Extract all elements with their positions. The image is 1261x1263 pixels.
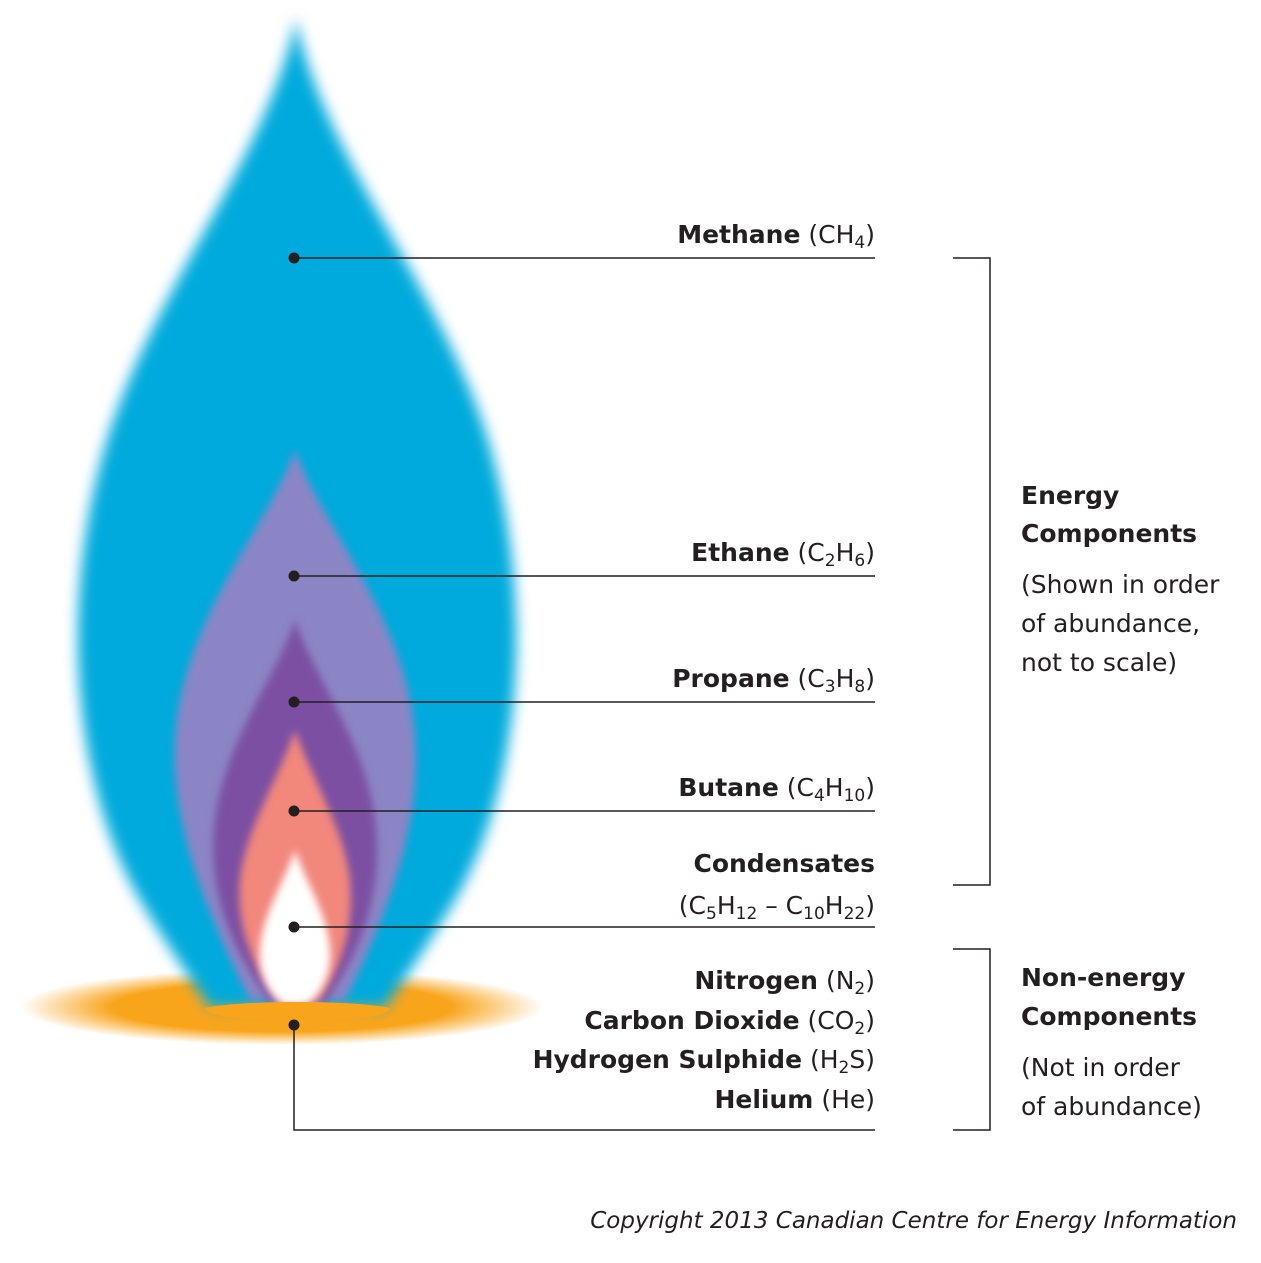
energy-group-label: Energy Components (Shown in order of abu…	[1021, 476, 1219, 682]
condensates-formula-b: H	[716, 891, 736, 920]
energy-group-note-1: (Shown in order	[1021, 570, 1220, 599]
leader-dot-condensates	[288, 921, 300, 933]
propane-formula-b: H	[835, 664, 855, 693]
label-non-energy-list: Nitrogen (N2) Carbon Dioxide (CO2) Hydro…	[533, 961, 875, 1119]
condensates-formula-a: (C	[678, 891, 706, 920]
helium-name: Helium	[714, 1084, 814, 1114]
ethane-formula-c: )	[865, 538, 875, 567]
label-helium: Helium (He)	[533, 1080, 875, 1120]
leader-dot-butane	[288, 805, 300, 817]
non-energy-group-title-2: Components	[1021, 1002, 1198, 1031]
leader-dots	[288, 252, 300, 1031]
nitrogen-formula-sub: 2	[854, 979, 866, 999]
nitrogen-formula-b: )	[865, 966, 875, 995]
label-methane: Methane (CH4)	[677, 220, 875, 253]
non-energy-group-note-1: (Not in order	[1021, 1053, 1180, 1082]
copyright-text: Copyright 2013 Canadian Centre for Energ…	[590, 1208, 1237, 1234]
methane-formula-sub: 4	[854, 233, 866, 253]
methane-formula-a: (CH	[808, 220, 855, 249]
non-energy-group-label: Non-energy Components (Not in order of a…	[1021, 958, 1202, 1126]
ethane-formula-a: (C	[797, 538, 825, 567]
condensates-formula-sub1: 5	[706, 904, 717, 924]
hydrogen-sulphide-formula-b: S)	[849, 1045, 875, 1074]
non-energy-group-note-2: of abundance)	[1021, 1092, 1202, 1121]
energy-group-note-3: not to scale)	[1021, 648, 1178, 677]
leader-line-non-energy	[293, 1025, 875, 1131]
label-hydrogen-sulphide: Hydrogen Sulphide (H2S)	[533, 1040, 875, 1080]
leader-dot-ethane	[288, 570, 300, 582]
butane-formula-c: )	[865, 773, 875, 802]
label-ethane: Ethane (C2H6)	[691, 538, 875, 571]
label-condensates: Condensates (C5H12 – C10H22)	[679, 843, 875, 927]
hydrogen-sulphide-name: Hydrogen Sulphide	[532, 1045, 803, 1074]
condensates-formula-sub3: 10	[803, 904, 825, 924]
energy-group-title-2: Components	[1021, 519, 1198, 548]
ethane-formula-sub2: 6	[854, 551, 866, 571]
label-propane: Propane (C3H8)	[672, 664, 875, 697]
propane-formula-c: )	[865, 664, 875, 693]
nitrogen-name: Nitrogen	[694, 966, 818, 995]
ethane-name: Ethane	[691, 538, 790, 567]
butane-formula-sub2: 10	[843, 786, 866, 806]
hydrogen-sulphide-formula-sub: 2	[838, 1058, 850, 1078]
butane-formula-b: H	[824, 773, 844, 802]
energy-group-note-2: of abundance,	[1021, 609, 1201, 638]
helium-formula: (He)	[821, 1084, 875, 1114]
propane-name: Propane	[672, 664, 790, 693]
condensates-formula-sub4: 22	[843, 904, 866, 924]
condensates-name: Condensates	[693, 849, 875, 878]
butane-name: Butane	[678, 773, 779, 802]
methane-formula-b: )	[865, 220, 875, 249]
nitrogen-formula-a: (N	[825, 966, 855, 995]
propane-formula-a: (C	[797, 664, 825, 693]
methane-name: Methane	[677, 220, 801, 249]
non-energy-group-title-1: Non-energy	[1021, 963, 1186, 992]
leader-dot-propane	[288, 696, 300, 708]
ethane-formula-b: H	[835, 538, 855, 567]
propane-formula-sub2: 8	[854, 677, 866, 697]
carbon-dioxide-name: Carbon Dioxide	[584, 1005, 800, 1035]
carbon-dioxide-formula-sub: 2	[854, 1018, 866, 1039]
label-butane: Butane (C4H10)	[678, 773, 875, 806]
leader-dot-methane	[288, 252, 300, 264]
bracket-non-energy	[953, 948, 991, 1131]
condensates-formula-e: )	[865, 891, 875, 920]
flame-base-cap	[204, 1002, 391, 1021]
brackets	[953, 257, 991, 1131]
propane-formula-sub1: 3	[824, 677, 836, 697]
condensates-formula-d: H	[824, 891, 844, 920]
carbon-dioxide-formula-a: (CO	[807, 1005, 855, 1035]
butane-formula-a: (C	[786, 773, 814, 802]
condensates-formula-sub2: 12	[735, 904, 758, 924]
condensates-formula-c: – C	[757, 891, 804, 920]
label-nitrogen: Nitrogen (N2)	[533, 961, 875, 1001]
leader-dot-non-energy	[288, 1019, 300, 1031]
label-carbon-dioxide: Carbon Dioxide (CO2)	[533, 1001, 875, 1041]
ethane-formula-sub1: 2	[824, 551, 836, 571]
butane-formula-sub1: 4	[813, 786, 825, 806]
leader-lines	[293, 257, 875, 1131]
energy-group-title-1: Energy	[1021, 481, 1120, 510]
hydrogen-sulphide-formula-a: (H	[809, 1045, 839, 1074]
carbon-dioxide-formula-b: )	[865, 1005, 875, 1035]
bracket-energy	[953, 257, 991, 886]
